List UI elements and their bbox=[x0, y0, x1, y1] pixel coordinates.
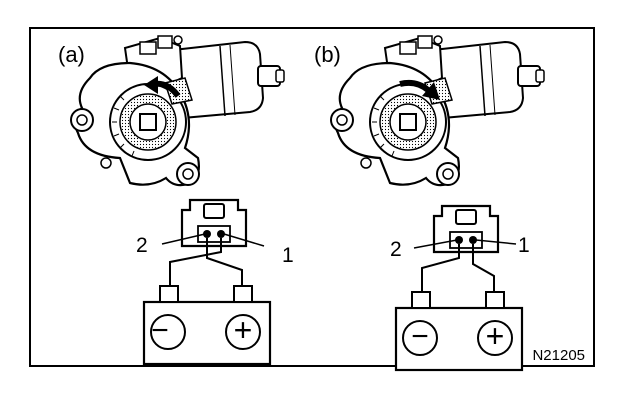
diagram-border bbox=[29, 27, 595, 367]
leader-a-pin2 bbox=[161, 233, 206, 245]
panel-b: (b) 2 1 − + bbox=[314, 34, 546, 372]
wire-b-positive bbox=[472, 244, 495, 292]
rotation-arrowhead-ccw bbox=[144, 76, 158, 94]
leader-b-pin2 bbox=[413, 239, 458, 249]
circuit-a bbox=[142, 198, 272, 366]
window-motor-a bbox=[69, 34, 286, 187]
battery-a-negative-sign: − bbox=[151, 314, 169, 347]
wire-a-positive bbox=[206, 238, 243, 286]
pin-label-b-1: 1 bbox=[518, 234, 530, 257]
battery-b-positive-sign: + bbox=[486, 318, 505, 354]
panel-b-label: (b) bbox=[314, 42, 341, 67]
wire-a-negative bbox=[169, 238, 222, 286]
panel-a-label: (a) bbox=[58, 42, 85, 67]
figure-code: N21205 bbox=[532, 347, 585, 364]
circuit-b bbox=[394, 204, 524, 372]
panel-a: (a) 2 1 − + bbox=[58, 34, 294, 366]
window-motor-b bbox=[329, 34, 546, 187]
leader-b-pin1 bbox=[475, 239, 517, 245]
pin-label-a-1: 1 bbox=[282, 244, 294, 267]
rotation-arrow-cw bbox=[399, 79, 430, 93]
battery-a-positive-sign: + bbox=[234, 312, 253, 348]
pin-label-b-2: 2 bbox=[390, 238, 402, 261]
pin-label-a-2: 2 bbox=[136, 234, 148, 257]
wire-b-negative bbox=[421, 244, 460, 292]
rotation-arrowhead-cw bbox=[422, 82, 440, 100]
battery-b-negative-sign: − bbox=[411, 320, 429, 353]
leader-a-pin1 bbox=[223, 233, 265, 247]
